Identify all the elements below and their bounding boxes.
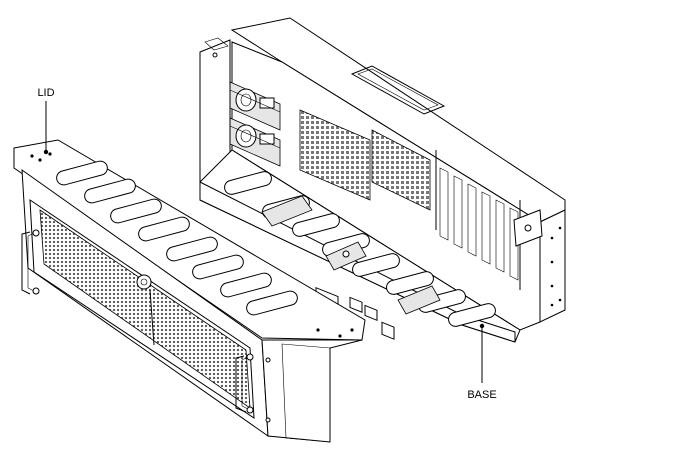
label-lid-group: LID <box>37 87 55 155</box>
expansion-slots <box>435 150 521 290</box>
label-lid: LID <box>37 87 54 99</box>
power-supply-upper <box>229 81 281 131</box>
top-handle-recess-icon <box>350 65 446 115</box>
lid-screw-dots <box>30 152 354 338</box>
lid-end-cap <box>261 339 363 443</box>
io-vent-mesh-2 <box>371 129 431 211</box>
side-dots <box>550 226 562 307</box>
base-assembly <box>199 17 566 343</box>
lid-assembly <box>13 139 366 443</box>
center-knob-icon <box>136 274 152 290</box>
base-clips <box>261 195 441 315</box>
lid-slots <box>56 160 298 316</box>
lid-left-handle-icon <box>21 229 40 295</box>
io-vent-mesh <box>299 109 371 201</box>
leader-lid-dot <box>43 149 49 155</box>
label-base: BASE <box>467 389 496 401</box>
mesh-frame <box>29 199 255 419</box>
lid-right-handle-icon <box>235 353 254 414</box>
base-right-bracket <box>513 209 543 247</box>
label-base-group: BASE <box>467 323 497 401</box>
